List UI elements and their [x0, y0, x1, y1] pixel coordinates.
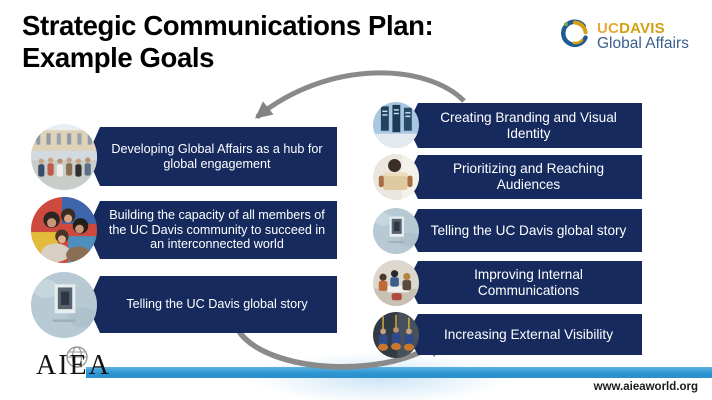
logo-text: UCDAVIS Global Affairs — [597, 21, 689, 52]
logo-wordmark: UCDAVIS — [597, 21, 689, 36]
goal-box-right-3: Telling the UC Davis global story — [407, 209, 642, 252]
photo-group-selfie — [31, 197, 97, 263]
goal-label: Creating Branding and Visual Identity — [440, 109, 617, 141]
page-title: Strategic Communications Plan: Example G… — [22, 10, 434, 74]
goal-box-right-4: Improving Internal Communications — [407, 261, 642, 304]
photo-framed-picture — [373, 208, 419, 254]
photo-marching-band — [373, 312, 419, 358]
globe-icon — [64, 344, 90, 375]
goal-box-right-5: Increasing External Visibility — [407, 314, 642, 355]
aiea-wordmark: AIEA — [36, 350, 111, 381]
ucdavis-global-affairs-logo: UCDAVIS Global Affairs — [558, 18, 689, 55]
goal-label: Building the capacity of all members of … — [108, 208, 326, 252]
title-line-1: Strategic Communications Plan: — [22, 10, 434, 41]
goal-label: Telling the UC Davis global story — [430, 222, 627, 238]
photo-campus-visitors — [31, 124, 97, 190]
goal-box-right-1: Creating Branding and Visual Identity — [407, 103, 642, 148]
photo-banners — [373, 102, 419, 148]
aiea-logo: AIEA — [36, 346, 111, 381]
goal-label: Telling the UC Davis global story — [126, 297, 308, 312]
footer-bar — [86, 367, 712, 378]
photo-person-reading — [373, 154, 419, 200]
goal-label: Developing Global Affairs as a hub for g… — [111, 141, 323, 171]
goal-box-left-2: Building the capacity of all members of … — [87, 201, 337, 259]
photo-meeting — [373, 260, 419, 306]
goal-box-left-1: Developing Global Affairs as a hub for g… — [87, 127, 337, 186]
goal-box-right-2: Prioritizing and Reaching Audiences — [407, 155, 642, 199]
goal-label: Prioritizing and Reaching Audiences — [452, 161, 605, 192]
title-line-2: Example Goals — [22, 42, 214, 73]
footer-url: www.aieaworld.org — [593, 381, 698, 393]
goal-box-left-3: Telling the UC Davis global story — [87, 276, 337, 333]
logo-davis: DAVIS — [619, 19, 665, 37]
curved-arrow-top — [255, 70, 466, 119]
goal-label: Increasing External Visibility — [444, 326, 613, 342]
goal-label: Improving Internal Communications — [474, 266, 583, 298]
ucdavis-ring-icon — [558, 18, 590, 55]
logo-subtitle: Global Affairs — [597, 35, 689, 53]
photo-framed-picture — [31, 272, 97, 338]
logo-uc: UC — [597, 19, 620, 37]
